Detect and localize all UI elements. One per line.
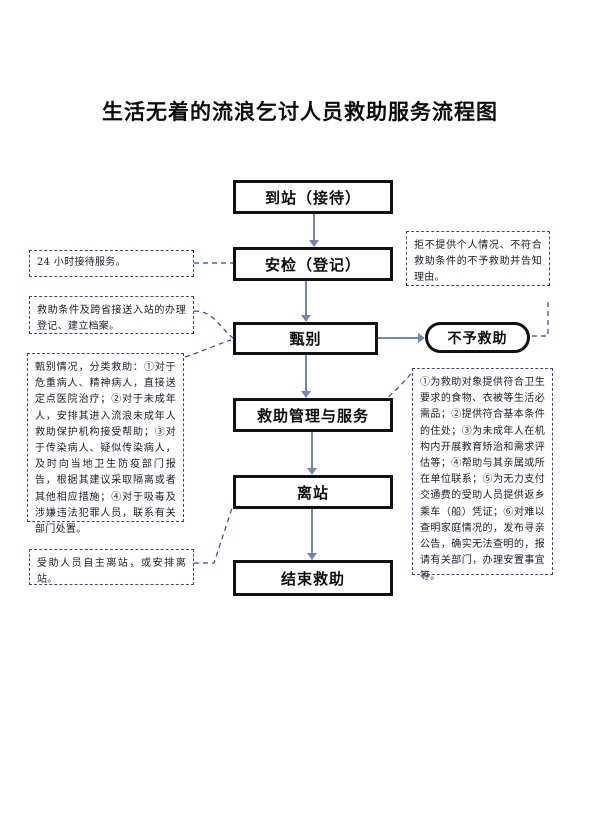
link-refuse-detail: [532, 299, 549, 337]
node-assistance-management-service[interactable]: 救助管理与服务: [233, 398, 393, 432]
note-departure-detail: 受助人员自主离站，或安排离站。: [29, 549, 194, 585]
arrow-security-to-screening: [300, 281, 312, 322]
page-title: 生活无着的流浪乞讨人员救助服务流程图: [102, 100, 498, 124]
arrow-screening-to-refuse: [378, 332, 425, 344]
link-screening-detail: [184, 339, 232, 358]
note-reception-hours: 24 小时接待服务。: [29, 250, 194, 277]
node-refuse-assistance[interactable]: 不予救助: [425, 322, 530, 353]
arrow-departure-to-end: [306, 509, 318, 560]
note-refuse-detail: 拒不提供个人情况、不符合救助条件的不予救助并告知理由。: [406, 231, 550, 286]
node-end-assistance[interactable]: 结束救助: [233, 560, 393, 596]
note-screening-detail: 甄别情况，分类救助：①对于危重病人、精神病人，直接送定点医院治疗；②对于未成年人…: [27, 353, 184, 535]
note-service-detail: ①为救助对象提供符合卫生要求的食物、衣被等生活必需品；②提供符合基本条件的住处；…: [412, 368, 553, 582]
note-registration: 救助条件及跨省接送入站的办理登记、建立档案。: [29, 296, 194, 334]
arrow-arrival-to-security: [308, 214, 320, 247]
link-departure-detail: [194, 504, 234, 564]
node-screening[interactable]: 甄别: [233, 322, 378, 355]
node-departure[interactable]: 离站: [233, 475, 393, 509]
link-registration: [193, 310, 234, 339]
arrow-service-to-departure: [306, 432, 318, 475]
arrow-screening-to-service: [300, 355, 312, 398]
node-arrival[interactable]: 到站（接待）: [233, 180, 393, 214]
node-security-check[interactable]: 安检（登记）: [233, 247, 393, 281]
